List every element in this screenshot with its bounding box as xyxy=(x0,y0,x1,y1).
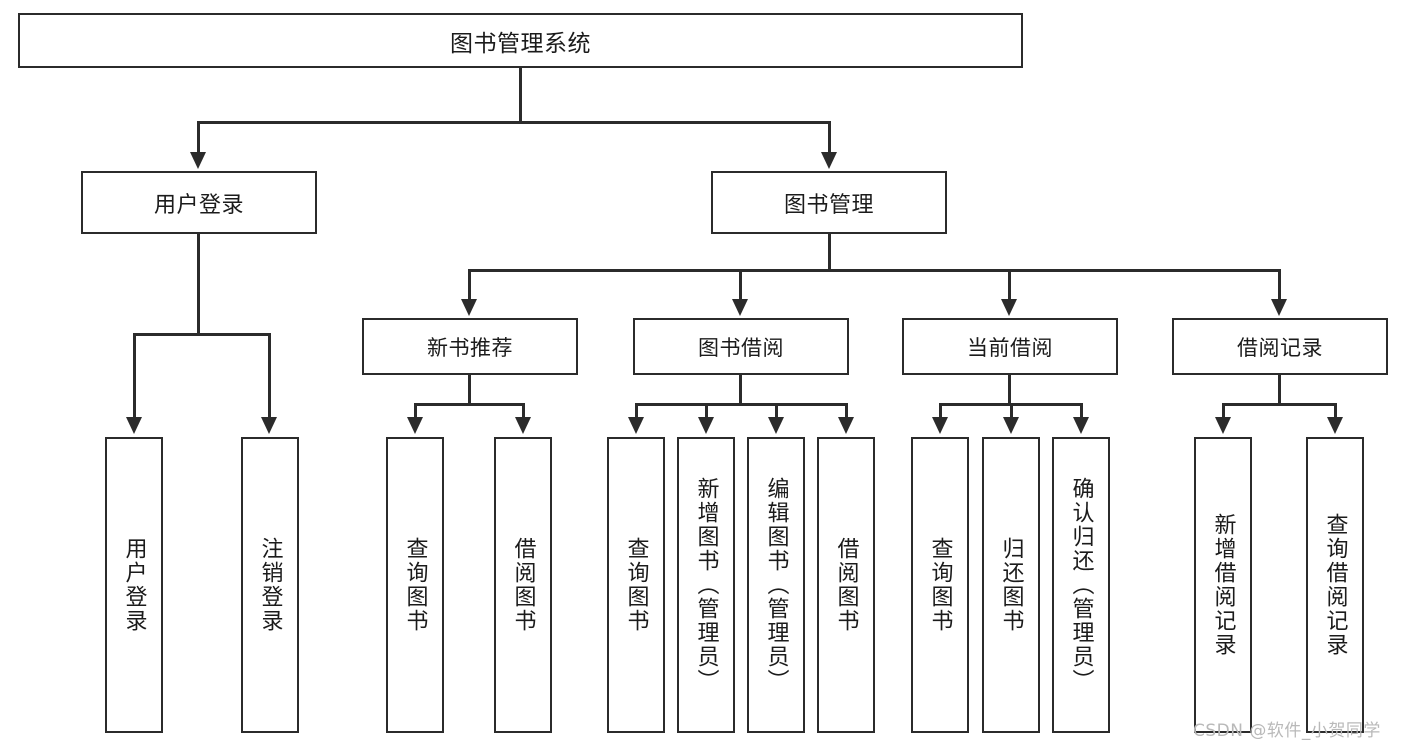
leaf-node-cb-confirm-return[interactable]: 确认归还（管理员） xyxy=(1052,437,1110,733)
node-borrow-record[interactable]: 借阅记录 xyxy=(1172,318,1388,375)
node-label: 图书管理 xyxy=(783,192,874,218)
edge-user-login-drop-2 xyxy=(268,333,271,419)
edge-nbr-drop-1 xyxy=(414,403,417,419)
edge-cb-drop-2 xyxy=(1010,403,1013,419)
arrow-leaf-bb-borrow-book xyxy=(838,417,854,434)
node-label: 用户登录 xyxy=(153,192,244,218)
node-label: 新增图书（管理员） xyxy=(693,477,719,693)
arrow-leaf-cb-confirm-return xyxy=(1073,417,1089,434)
edge-level2-bus xyxy=(468,269,1280,272)
node-label: 查询图书 xyxy=(623,537,649,633)
arrow-user-login xyxy=(190,152,206,169)
leaf-node-br-add-record[interactable]: 新增借阅记录 xyxy=(1194,437,1252,733)
node-new-book-recommend[interactable]: 新书推荐 xyxy=(362,318,578,375)
node-label: 用户登录 xyxy=(121,537,147,633)
arrow-leaf-logout xyxy=(261,417,277,434)
edge-br-drop-2 xyxy=(1334,403,1337,419)
arrow-book-borrow xyxy=(732,299,748,316)
arrow-leaf-br-add-record xyxy=(1215,417,1231,434)
node-book-management[interactable]: 图书管理 xyxy=(711,171,947,234)
csdn-watermark: CSDN @软件_小贺同学 xyxy=(1193,721,1381,741)
edge-nbr-stem xyxy=(468,375,471,405)
leaf-node-bb-query-book[interactable]: 查询图书 xyxy=(607,437,665,733)
edge-bb-drop-1 xyxy=(635,403,638,419)
leaf-node-bb-borrow-book[interactable]: 借阅图书 xyxy=(817,437,875,733)
arrow-book-management xyxy=(821,152,837,169)
edge-drop-book-management xyxy=(828,121,831,154)
edge-br-drop-1 xyxy=(1222,403,1225,419)
edge-drop-user-login xyxy=(197,121,200,154)
edge-bb-drop-4 xyxy=(845,403,848,419)
edge-level2-drop-1 xyxy=(468,269,471,301)
node-current-borrow[interactable]: 当前借阅 xyxy=(902,318,1118,375)
edge-user-login-bus xyxy=(133,333,270,336)
node-label: 查询图书 xyxy=(402,537,428,633)
node-label: 确认归还（管理员） xyxy=(1068,477,1094,693)
arrow-leaf-br-query-record xyxy=(1327,417,1343,434)
node-label: 借阅记录 xyxy=(1237,335,1323,360)
arrow-borrow-record xyxy=(1271,299,1287,316)
node-label: 查询图书 xyxy=(927,537,953,633)
node-book-borrow[interactable]: 图书借阅 xyxy=(633,318,849,375)
arrow-leaf-nbr-borrow-book xyxy=(515,417,531,434)
node-label: 归还图书 xyxy=(998,537,1024,633)
arrow-leaf-bb-query-book xyxy=(628,417,644,434)
arrow-leaf-cb-return-book xyxy=(1003,417,1019,434)
edge-level2-drop-4 xyxy=(1278,269,1281,301)
leaf-node-cb-return-book[interactable]: 归还图书 xyxy=(982,437,1040,733)
edge-bb-bus xyxy=(635,403,848,406)
node-label: 编辑图书（管理员） xyxy=(763,477,789,693)
edge-bb-stem xyxy=(739,375,742,405)
leaf-node-user-login[interactable]: 用户登录 xyxy=(105,437,163,733)
leaf-node-logout[interactable]: 注销登录 xyxy=(241,437,299,733)
node-label: 图书管理系统 xyxy=(450,30,591,57)
node-label: 图书借阅 xyxy=(698,335,784,360)
edge-user-login-drop-1 xyxy=(133,333,136,419)
leaf-node-bb-add-book[interactable]: 新增图书（管理员） xyxy=(677,437,735,733)
node-user-login[interactable]: 用户登录 xyxy=(81,171,317,234)
leaf-node-cb-query-book[interactable]: 查询图书 xyxy=(911,437,969,733)
edge-cb-drop-1 xyxy=(939,403,942,419)
node-label: 查询借阅记录 xyxy=(1322,513,1348,657)
leaf-node-br-query-record[interactable]: 查询借阅记录 xyxy=(1306,437,1364,733)
leaf-node-bb-edit-book[interactable]: 编辑图书（管理员） xyxy=(747,437,805,733)
leaf-node-nbr-query-book[interactable]: 查询图书 xyxy=(386,437,444,733)
edge-cb-drop-3 xyxy=(1080,403,1083,419)
arrow-new-book-recommend xyxy=(461,299,477,316)
edge-cb-stem xyxy=(1008,375,1011,405)
edge-br-bus xyxy=(1222,403,1336,406)
node-label: 当前借阅 xyxy=(967,335,1053,360)
edge-nbr-drop-2 xyxy=(522,403,525,419)
edge-bb-drop-2 xyxy=(705,403,708,419)
edge-book-management-stem xyxy=(828,234,831,271)
edge-user-login-stem xyxy=(197,234,200,335)
node-label: 注销登录 xyxy=(257,537,283,633)
arrow-leaf-bb-add-book xyxy=(698,417,714,434)
node-label: 新增借阅记录 xyxy=(1210,513,1236,657)
node-label: 借阅图书 xyxy=(510,537,536,633)
edge-level2-drop-3 xyxy=(1008,269,1011,301)
edge-level2-drop-2 xyxy=(739,269,742,301)
arrow-leaf-bb-edit-book xyxy=(768,417,784,434)
node-root-book-management-system[interactable]: 图书管理系统 xyxy=(18,13,1023,68)
arrow-leaf-cb-query-book xyxy=(932,417,948,434)
node-label: 新书推荐 xyxy=(427,335,513,360)
arrow-leaf-user-login xyxy=(126,417,142,434)
leaf-node-nbr-borrow-book[interactable]: 借阅图书 xyxy=(494,437,552,733)
edge-root-stem xyxy=(519,68,522,122)
node-label: 借阅图书 xyxy=(833,537,859,633)
edge-top-bus xyxy=(197,121,831,124)
arrow-current-borrow xyxy=(1001,299,1017,316)
edge-br-stem xyxy=(1278,375,1281,405)
arrow-leaf-nbr-query-book xyxy=(407,417,423,434)
edge-nbr-bus xyxy=(414,403,524,406)
edge-bb-drop-3 xyxy=(775,403,778,419)
